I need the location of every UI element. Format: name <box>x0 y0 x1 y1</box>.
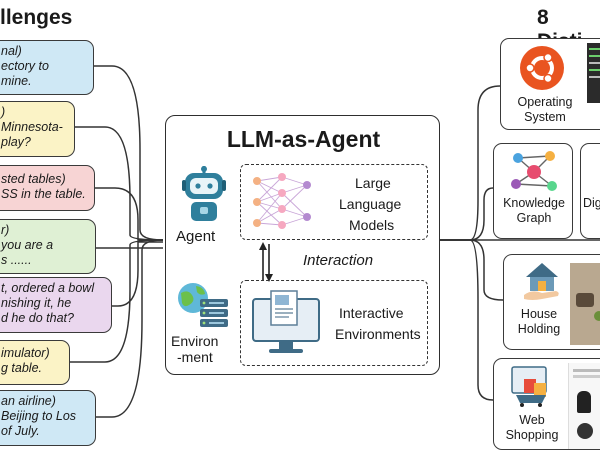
interaction-label: Interaction <box>303 252 374 269</box>
house-label-line-2: Holding <box>517 322 561 336</box>
llm-label-line-1: Large <box>355 175 391 191</box>
llm-box: Large Language Models <box>240 164 428 240</box>
challenge-1-line-3: mine. <box>1 74 32 88</box>
dig-label: Dig <box>583 196 600 210</box>
web-label-line-2: Shopping <box>505 428 559 442</box>
house-hand-icon <box>524 263 559 300</box>
challenge-6-line-2: g table. <box>1 361 43 375</box>
house-label-line-1: House <box>520 307 558 321</box>
interactive-environments-label: Interactive Environments <box>335 303 421 345</box>
challenge-card-2: ) Minnesota- play? <box>0 101 75 157</box>
llm-label: Large Language Models <box>339 173 429 236</box>
challenge-5-line-2: nishing it, he <box>1 296 72 310</box>
llm-label-line-3: Models <box>349 217 395 233</box>
challenge-card-7: an airline) Beijing to Los of July. <box>0 390 96 446</box>
challenge-1-line-1: nal) <box>1 44 22 58</box>
challenge-6-line-1: imulator) <box>1 346 50 360</box>
web-label-line-1: Web <box>519 413 545 427</box>
challenge-7-line-1: an airline) <box>1 394 56 408</box>
os-label-line-1: Operating <box>517 95 573 109</box>
shop-screenshot <box>568 363 600 449</box>
env-box-digital: Dig <box>580 143 600 239</box>
challenge-7-line-2: Beijing to Los <box>1 409 77 423</box>
llm-label-line-2: Language <box>339 196 402 212</box>
challenge-4-line-2: you are a <box>1 238 54 252</box>
challenge-card-1: nal) ectory to mine. <box>0 40 94 95</box>
knowledge-graph-icon <box>511 151 557 191</box>
challenge-2-line-2: Minnesota- <box>1 120 63 134</box>
challenge-7-line-3: of July. <box>1 424 40 438</box>
env-box-operating-system: Operating System <box>500 38 600 130</box>
interactive-environments-box: Interactive Environments <box>240 280 428 366</box>
challenge-2-line-3: play? <box>1 135 31 149</box>
kg-label: Knowledge Graph <box>494 196 572 226</box>
challenge-card-3: sted tables) SS in the table. <box>0 165 95 211</box>
shopping-cart-icon <box>511 366 547 407</box>
server-globe-icon <box>178 283 228 327</box>
llm-as-agent-panel: LLM-as-Agent Agent <box>165 115 440 375</box>
left-heading: llenges <box>0 6 73 29</box>
env-label-line-2: Environments <box>335 326 421 342</box>
challenge-card-6: imulator) g table. <box>0 340 70 385</box>
agent-label: Agent <box>176 228 216 245</box>
robot-icon <box>182 166 226 221</box>
env-box-house-holding: House Holding <box>503 254 600 350</box>
challenge-card-4: r) you are a s ...... <box>0 219 96 274</box>
env-box-knowledge-graph: Knowledge Graph <box>493 143 573 239</box>
env-box-web-shopping: Web Shopping <box>493 358 600 450</box>
challenge-3-line-2: SS in the table. <box>1 187 86 201</box>
ubuntu-logo-icon <box>520 46 564 90</box>
center-title: LLM-as-Agent <box>226 126 381 152</box>
terminal-screenshot <box>587 43 600 103</box>
challenge-1-line-2: ectory to <box>1 59 49 73</box>
neural-network-icon <box>253 173 311 229</box>
challenge-card-5: t, ordered a bowl nishing it, he d he do… <box>0 277 112 333</box>
kg-label-line-1: Knowledge <box>503 196 565 210</box>
web-label: Web Shopping <box>494 413 570 443</box>
challenge-2-line-1: ) <box>1 105 6 119</box>
challenge-5-line-1: t, ordered a bowl <box>1 281 95 295</box>
house-label: House Holding <box>504 307 574 337</box>
env-label-line-1: Interactive <box>339 305 404 321</box>
environment-label-line-2: -ment <box>177 349 213 365</box>
challenge-4-line-3: s ...... <box>1 253 32 267</box>
os-label-line-2: System <box>524 110 566 124</box>
interaction-arrows-icon <box>259 242 273 282</box>
kg-label-line-2: Graph <box>516 211 552 225</box>
challenge-5-line-3: d he do that? <box>1 311 74 325</box>
environment-label: Environ -ment <box>171 333 218 365</box>
challenge-4-line-1: r) <box>1 223 10 237</box>
household-photo <box>570 263 600 345</box>
environment-label-line-1: Environ <box>171 333 219 349</box>
monitor-document-icon <box>252 290 320 353</box>
os-label: Operating System <box>507 95 583 125</box>
challenge-3-line-1: sted tables) <box>1 172 66 186</box>
